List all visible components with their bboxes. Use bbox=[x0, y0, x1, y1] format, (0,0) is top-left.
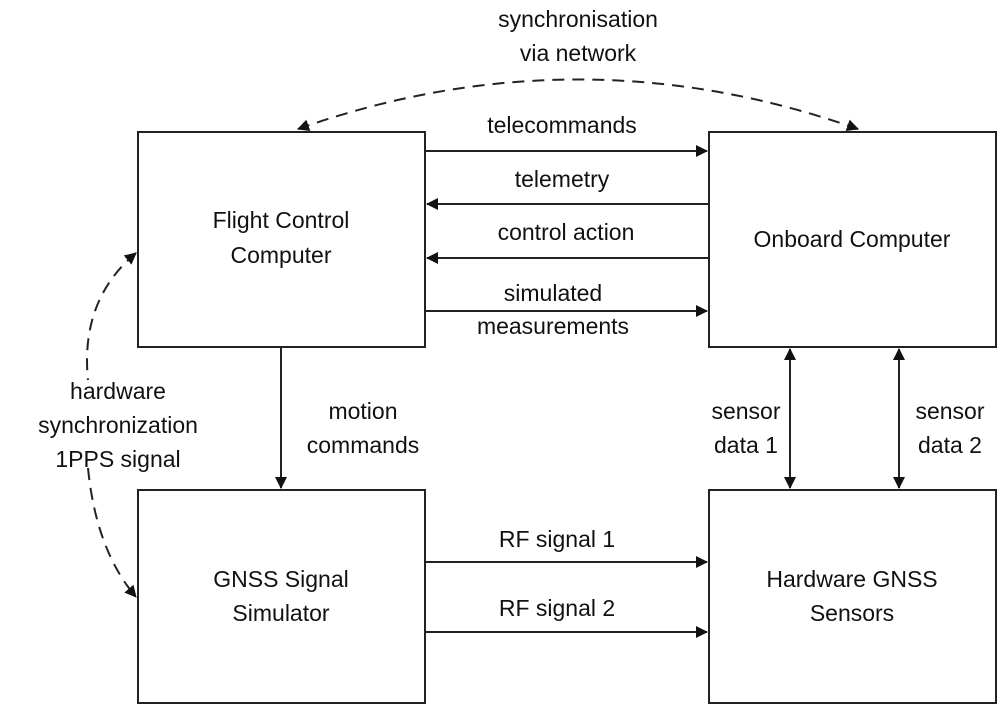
link-label: synchronisation bbox=[498, 6, 658, 32]
link-label: hardware bbox=[70, 378, 166, 404]
link-label: data 2 bbox=[918, 432, 982, 458]
link-label: sensor bbox=[915, 398, 984, 424]
link-label: control action bbox=[498, 219, 635, 245]
link-label: telemetry bbox=[515, 166, 610, 192]
link-label: via network bbox=[520, 40, 637, 66]
sync-network-link: synchronisation via network bbox=[297, 6, 859, 131]
link-label: data 1 bbox=[714, 432, 778, 458]
link-label: motion bbox=[328, 398, 397, 424]
link-label: commands bbox=[307, 432, 419, 458]
telecommands-link: telecommands bbox=[425, 112, 708, 157]
rf-signal-1-link: RF signal 1 bbox=[425, 526, 708, 568]
hardware-sync-link: hardware synchronization 1PPS signal bbox=[38, 252, 198, 598]
dashed-arc-upper bbox=[86, 252, 137, 381]
block-label: Sensors bbox=[810, 600, 894, 626]
block-label: Flight Control bbox=[213, 207, 350, 233]
link-label: sensor bbox=[711, 398, 780, 424]
rf-signal-2-link: RF signal 2 bbox=[425, 595, 708, 638]
link-label: telecommands bbox=[487, 112, 637, 138]
motion-commands-link: motion commands bbox=[275, 347, 419, 489]
block-label: GNSS Signal bbox=[213, 566, 349, 592]
link-label: 1PPS signal bbox=[55, 446, 180, 472]
simulated-measurements-link: simulated measurements bbox=[425, 280, 708, 339]
block-label: Hardware GNSS bbox=[766, 566, 937, 592]
onboard-computer-block: Onboard Computer bbox=[708, 131, 997, 348]
sensor-data-1-link: sensor data 1 bbox=[711, 348, 796, 489]
link-label: measurements bbox=[477, 313, 629, 339]
dashed-bidirectional-arrow bbox=[297, 78, 859, 131]
hardware-gnss-sensors-block: Hardware GNSS Sensors bbox=[708, 489, 997, 704]
link-label: synchronization bbox=[38, 412, 198, 438]
block-label: Simulator bbox=[232, 600, 329, 626]
gnss-signal-simulator-block: GNSS Signal Simulator bbox=[137, 489, 426, 704]
link-label: simulated bbox=[504, 280, 602, 306]
flight-control-computer-block: Flight Control Computer bbox=[137, 131, 426, 348]
sensor-data-2-link: sensor data 2 bbox=[893, 348, 985, 489]
block-label: Onboard Computer bbox=[754, 226, 951, 252]
link-label: RF signal 1 bbox=[499, 526, 615, 552]
control-action-link: control action bbox=[426, 219, 709, 264]
block-label: Computer bbox=[231, 242, 332, 268]
dashed-arc-lower bbox=[87, 467, 137, 598]
link-label: RF signal 2 bbox=[499, 595, 615, 621]
telemetry-link: telemetry bbox=[426, 166, 709, 210]
